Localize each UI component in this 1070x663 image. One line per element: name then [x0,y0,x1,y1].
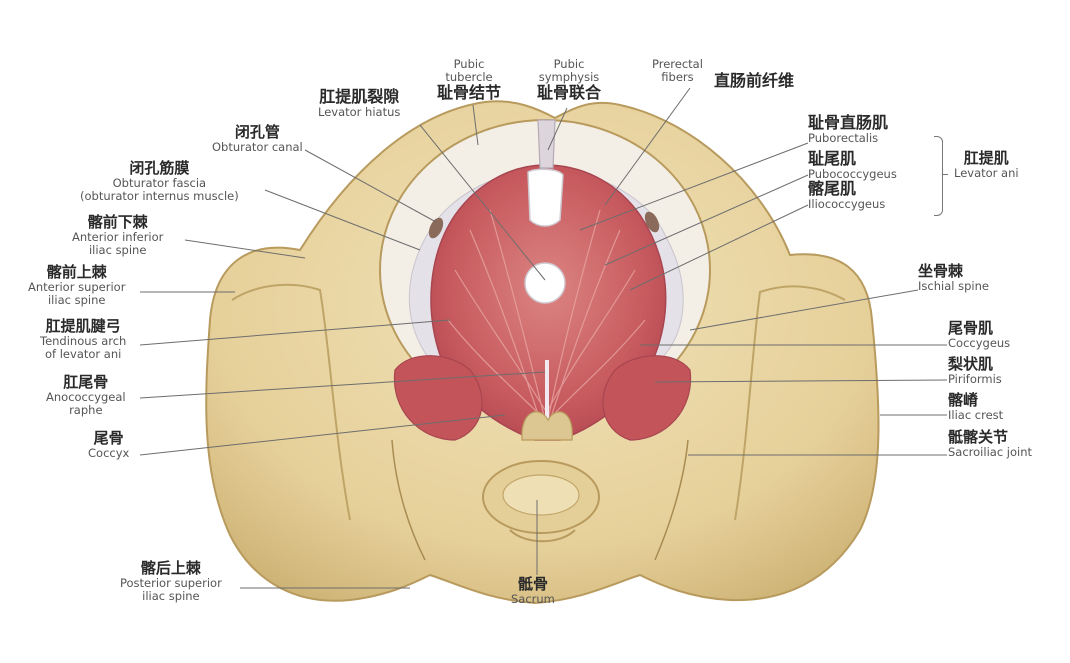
label-cn: 肛提肌裂隙 [319,87,400,106]
label-cn: 尾骨肌 [948,319,994,337]
label-en: Tendinous arch [40,333,127,348]
label-en: Levator ani [954,165,1019,180]
label-coccygeus: 尾骨肌 Coccygeus [948,320,1010,350]
label-en: Obturator fascia [112,175,207,190]
label-pubococcygeus: 耻尾肌 Pubococcygeus [808,150,897,181]
anal-opening [524,262,566,304]
label-cn: 髂嵴 [948,391,979,409]
label-en: Anterior superior [28,279,126,294]
label-en: Sacroiliac joint [948,444,1033,459]
label-obturator-canal: 闭孔管 Obturator canal [212,124,303,154]
label-cn: 梨状肌 [948,355,994,373]
label-iliac-crest: 髂嵴 Iliac crest [948,392,1003,422]
label-iliococcygeus: 髂尾肌 Iliococcygeus [808,180,885,211]
label-cn: 尾骨 [93,429,124,447]
label-cn: 髂前下棘 [87,213,148,231]
label-en: Anterior inferior [72,229,164,244]
label-levator-hiatus: 肛提肌裂隙 Levator hiatus [318,88,400,119]
label-cn: 肛提肌腱弓 [45,317,121,335]
label-en: Puborectalis [808,130,879,145]
label-coccyx: 尾骨 Coccyx [88,430,129,460]
label-prerectal-fibers-cn: 直肠前纤维 [714,72,794,90]
label-cn: 髂尾肌 [808,179,857,198]
label-en-2: raphe [69,402,103,417]
label-cn: 耻骨直肠肌 [808,113,889,132]
label-levator-ani: 肛提肌 Levator ani [954,150,1019,180]
label-sacrum: 骶骨 Sacrum [511,576,555,606]
label-cn: 直肠前纤维 [714,71,795,90]
label-en: Pubic tubercle [445,57,493,84]
label-anterior-superior-iliac-spine: 髂前上棘 Anterior superior iliac spine [28,264,125,307]
urethral-opening [527,168,564,227]
label-en: Iliac crest [948,407,1004,422]
label-anterior-inferior-iliac-spine: 髂前下棘 Anterior inferior iliac spine [72,214,163,257]
label-cn: 耻骨联合 [537,82,602,102]
label-cn: 坐骨棘 [918,262,964,280]
label-cn: 闭孔管 [234,123,280,141]
levator-ani-brace-tip [942,174,948,175]
label-en: Iliococcygeus [808,196,886,211]
label-cn: 耻尾肌 [808,149,857,168]
label-cn: 骶髂关节 [948,428,1009,446]
label-cn: 髂前上棘 [46,263,107,281]
label-en: Piriformis [948,371,1002,386]
label-en: Obturator canal [212,139,303,154]
coccygeus-left [393,355,483,441]
label-en-2: (obturator internus muscle) [80,188,239,203]
coccygeus-right [602,355,692,441]
label-cn: 闭孔筋膜 [129,159,190,177]
label-en: Pubic symphysis [538,57,600,84]
label-sacroiliac-joint: 骶髂关节 Sacroiliac joint [948,429,1032,459]
label-en: Ischial spine [918,278,989,293]
label-en: Pubococcygeus [808,166,897,181]
label-ischial-spine: 坐骨棘 Ischial spine [918,263,989,293]
label-cn: 肛尾骨 [63,373,109,391]
label-anococcygeal-raphe: 肛尾骨 Anococcygeal raphe [46,374,126,417]
label-en: Anococcygeal [46,389,126,404]
label-prerectal-fibers-en: Prerectal fibers [652,58,703,84]
label-en: Prerectal fibers [652,57,703,84]
label-tendinous-arch: 肛提肌腱弓 Tendinous arch of levator ani [40,318,126,361]
label-en-2: iliac spine [47,292,106,307]
label-pubic-tubercle: Pubic tubercle 耻骨结节 [437,58,501,102]
label-cn: 耻骨结节 [437,82,502,102]
leader-lines [139,87,948,589]
label-en: Sacrum [511,591,555,606]
label-cn: 髂后上棘 [140,559,201,577]
label-en-2: iliac spine [142,588,200,603]
label-pubic-symphysis: Pubic symphysis 耻骨联合 [537,58,601,102]
label-piriformis: 梨状肌 Piriformis [948,356,1002,386]
label-cn: 肛提肌 [963,149,1009,167]
label-cn: 骶骨 [517,575,548,593]
label-en-2: iliac spine [88,242,147,257]
levator-ani-brace [934,136,943,216]
label-en: Coccygeus [948,335,1011,350]
label-en: Posterior superior [120,575,222,590]
label-en: Levator hiatus [318,104,401,119]
label-en: Coccyx [88,445,130,460]
label-en-2: of levator ani [45,346,122,361]
label-posterior-superior-iliac-spine: 髂后上棘 Posterior superior iliac spine [120,560,222,603]
label-puborectalis: 耻骨直肠肌 Puborectalis [808,114,888,145]
label-obturator-fascia: 闭孔筋膜 Obturator fascia (obturator internu… [80,160,239,203]
